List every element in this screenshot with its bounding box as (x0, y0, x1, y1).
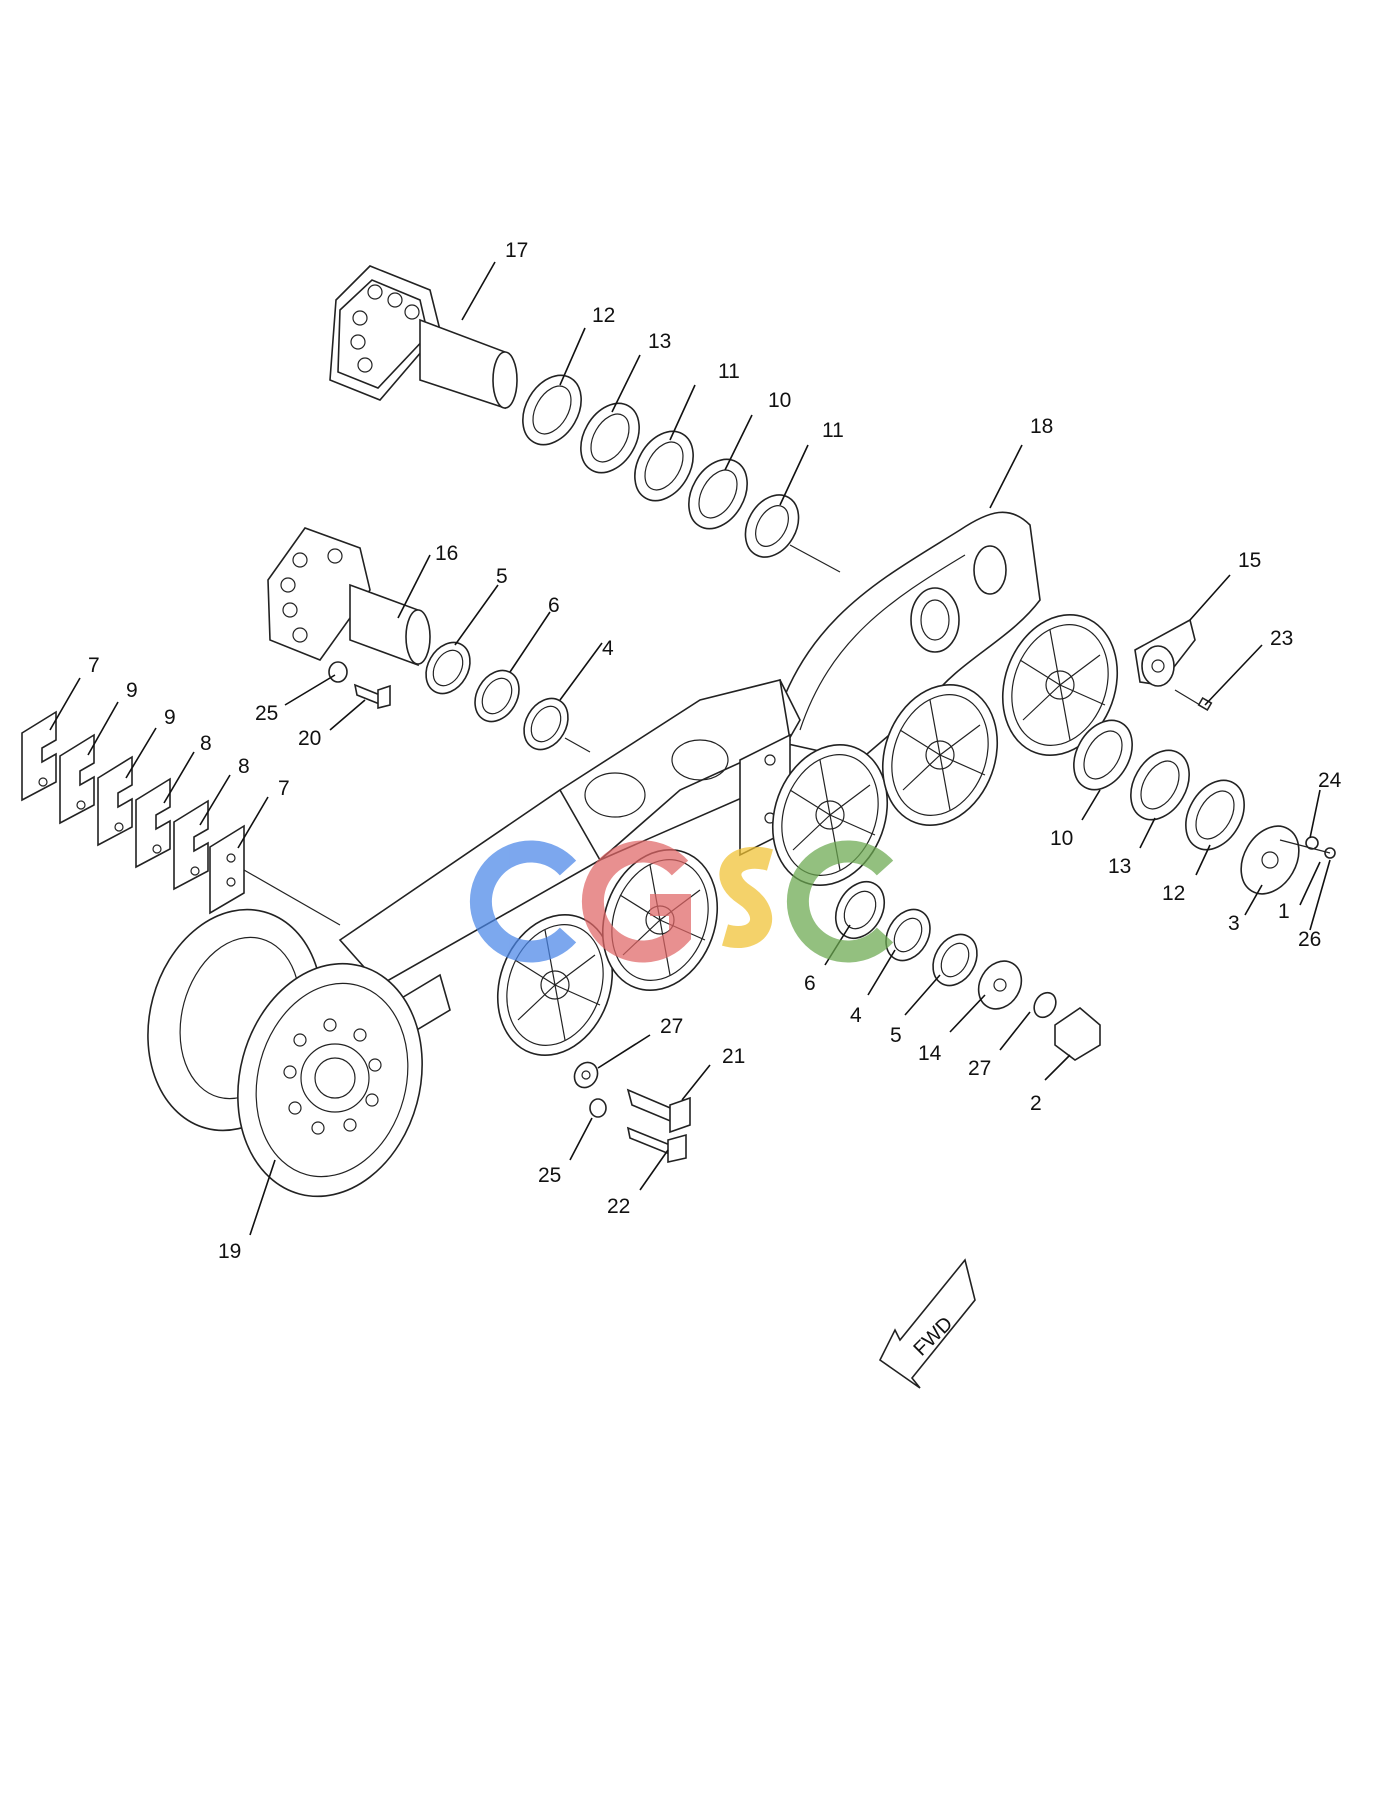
callout-14: 14 (918, 1042, 942, 1065)
callout-24: 24 (1318, 769, 1342, 792)
watermark-logo (469, 840, 894, 963)
callout-8: 8 (238, 755, 250, 778)
lower-washer-stack (425, 641, 591, 753)
callout-20: 20 (298, 727, 321, 750)
link-15 (1134, 618, 1213, 712)
callout-17: 17 (505, 239, 528, 262)
callout-7: 7 (278, 777, 290, 800)
right-washer-stack (1073, 719, 1336, 895)
callout-25: 25 (255, 702, 278, 725)
callout-13: 13 (648, 330, 671, 353)
callout-19: 19 (218, 1240, 241, 1263)
callout-13: 13 (1108, 855, 1131, 878)
bolts-and-washers (328, 661, 691, 1163)
callout-6: 6 (548, 594, 560, 617)
callout-27: 27 (660, 1015, 683, 1038)
callout-7: 7 (88, 654, 100, 677)
callout-23: 23 (1270, 627, 1293, 650)
callout-11: 11 (718, 360, 740, 383)
callout-12: 12 (592, 304, 615, 327)
callout-2: 2 (1030, 1092, 1042, 1115)
roller-front-middle (881, 683, 999, 827)
callout-9: 9 (164, 706, 176, 729)
spindle-16 (267, 527, 431, 667)
callout-22: 22 (607, 1195, 630, 1218)
upper-washer-stack (522, 374, 841, 573)
callout-4: 4 (850, 1004, 862, 1027)
callout-12: 12 (1162, 882, 1185, 905)
callout-21: 21 (722, 1045, 745, 1068)
watermark-letter-s (719, 846, 774, 948)
callout-26: 26 (1298, 928, 1321, 951)
callout-4: 4 (602, 637, 614, 660)
shim-stack (21, 710, 341, 926)
callout-8: 8 (200, 732, 212, 755)
watermark-letter-c1 (469, 840, 577, 963)
callout-5: 5 (496, 565, 508, 588)
callout-5: 5 (890, 1024, 902, 1047)
callout-18: 18 (1030, 415, 1053, 438)
callout-6: 6 (804, 972, 816, 995)
bogie-frame-18 (338, 511, 1041, 1042)
leader-lines (49, 261, 1331, 1236)
callout-27: 27 (968, 1057, 991, 1080)
callout-25: 25 (538, 1164, 561, 1187)
callout-11: 11 (822, 419, 844, 442)
roller-front-right (1001, 613, 1119, 757)
callout-10: 10 (768, 389, 791, 412)
spindle-17 (329, 265, 518, 410)
callout-9: 9 (126, 679, 138, 702)
callout-labels: 17 12 13 11 10 11 18 16 5 6 4 15 23 7 9 … (88, 239, 1342, 1263)
watermark-letter-c2 (786, 840, 894, 963)
callout-3: 3 (1228, 912, 1240, 935)
watermark-letter-g (581, 840, 691, 963)
callout-1: 1 (1278, 900, 1290, 923)
front-washer-stack (834, 880, 1101, 1061)
callout-10: 10 (1050, 827, 1073, 850)
callout-15: 15 (1238, 549, 1261, 572)
callout-16: 16 (435, 542, 458, 565)
idler-wheel-19 (147, 908, 423, 1198)
forward-direction-arrow: FWD (878, 1258, 976, 1389)
